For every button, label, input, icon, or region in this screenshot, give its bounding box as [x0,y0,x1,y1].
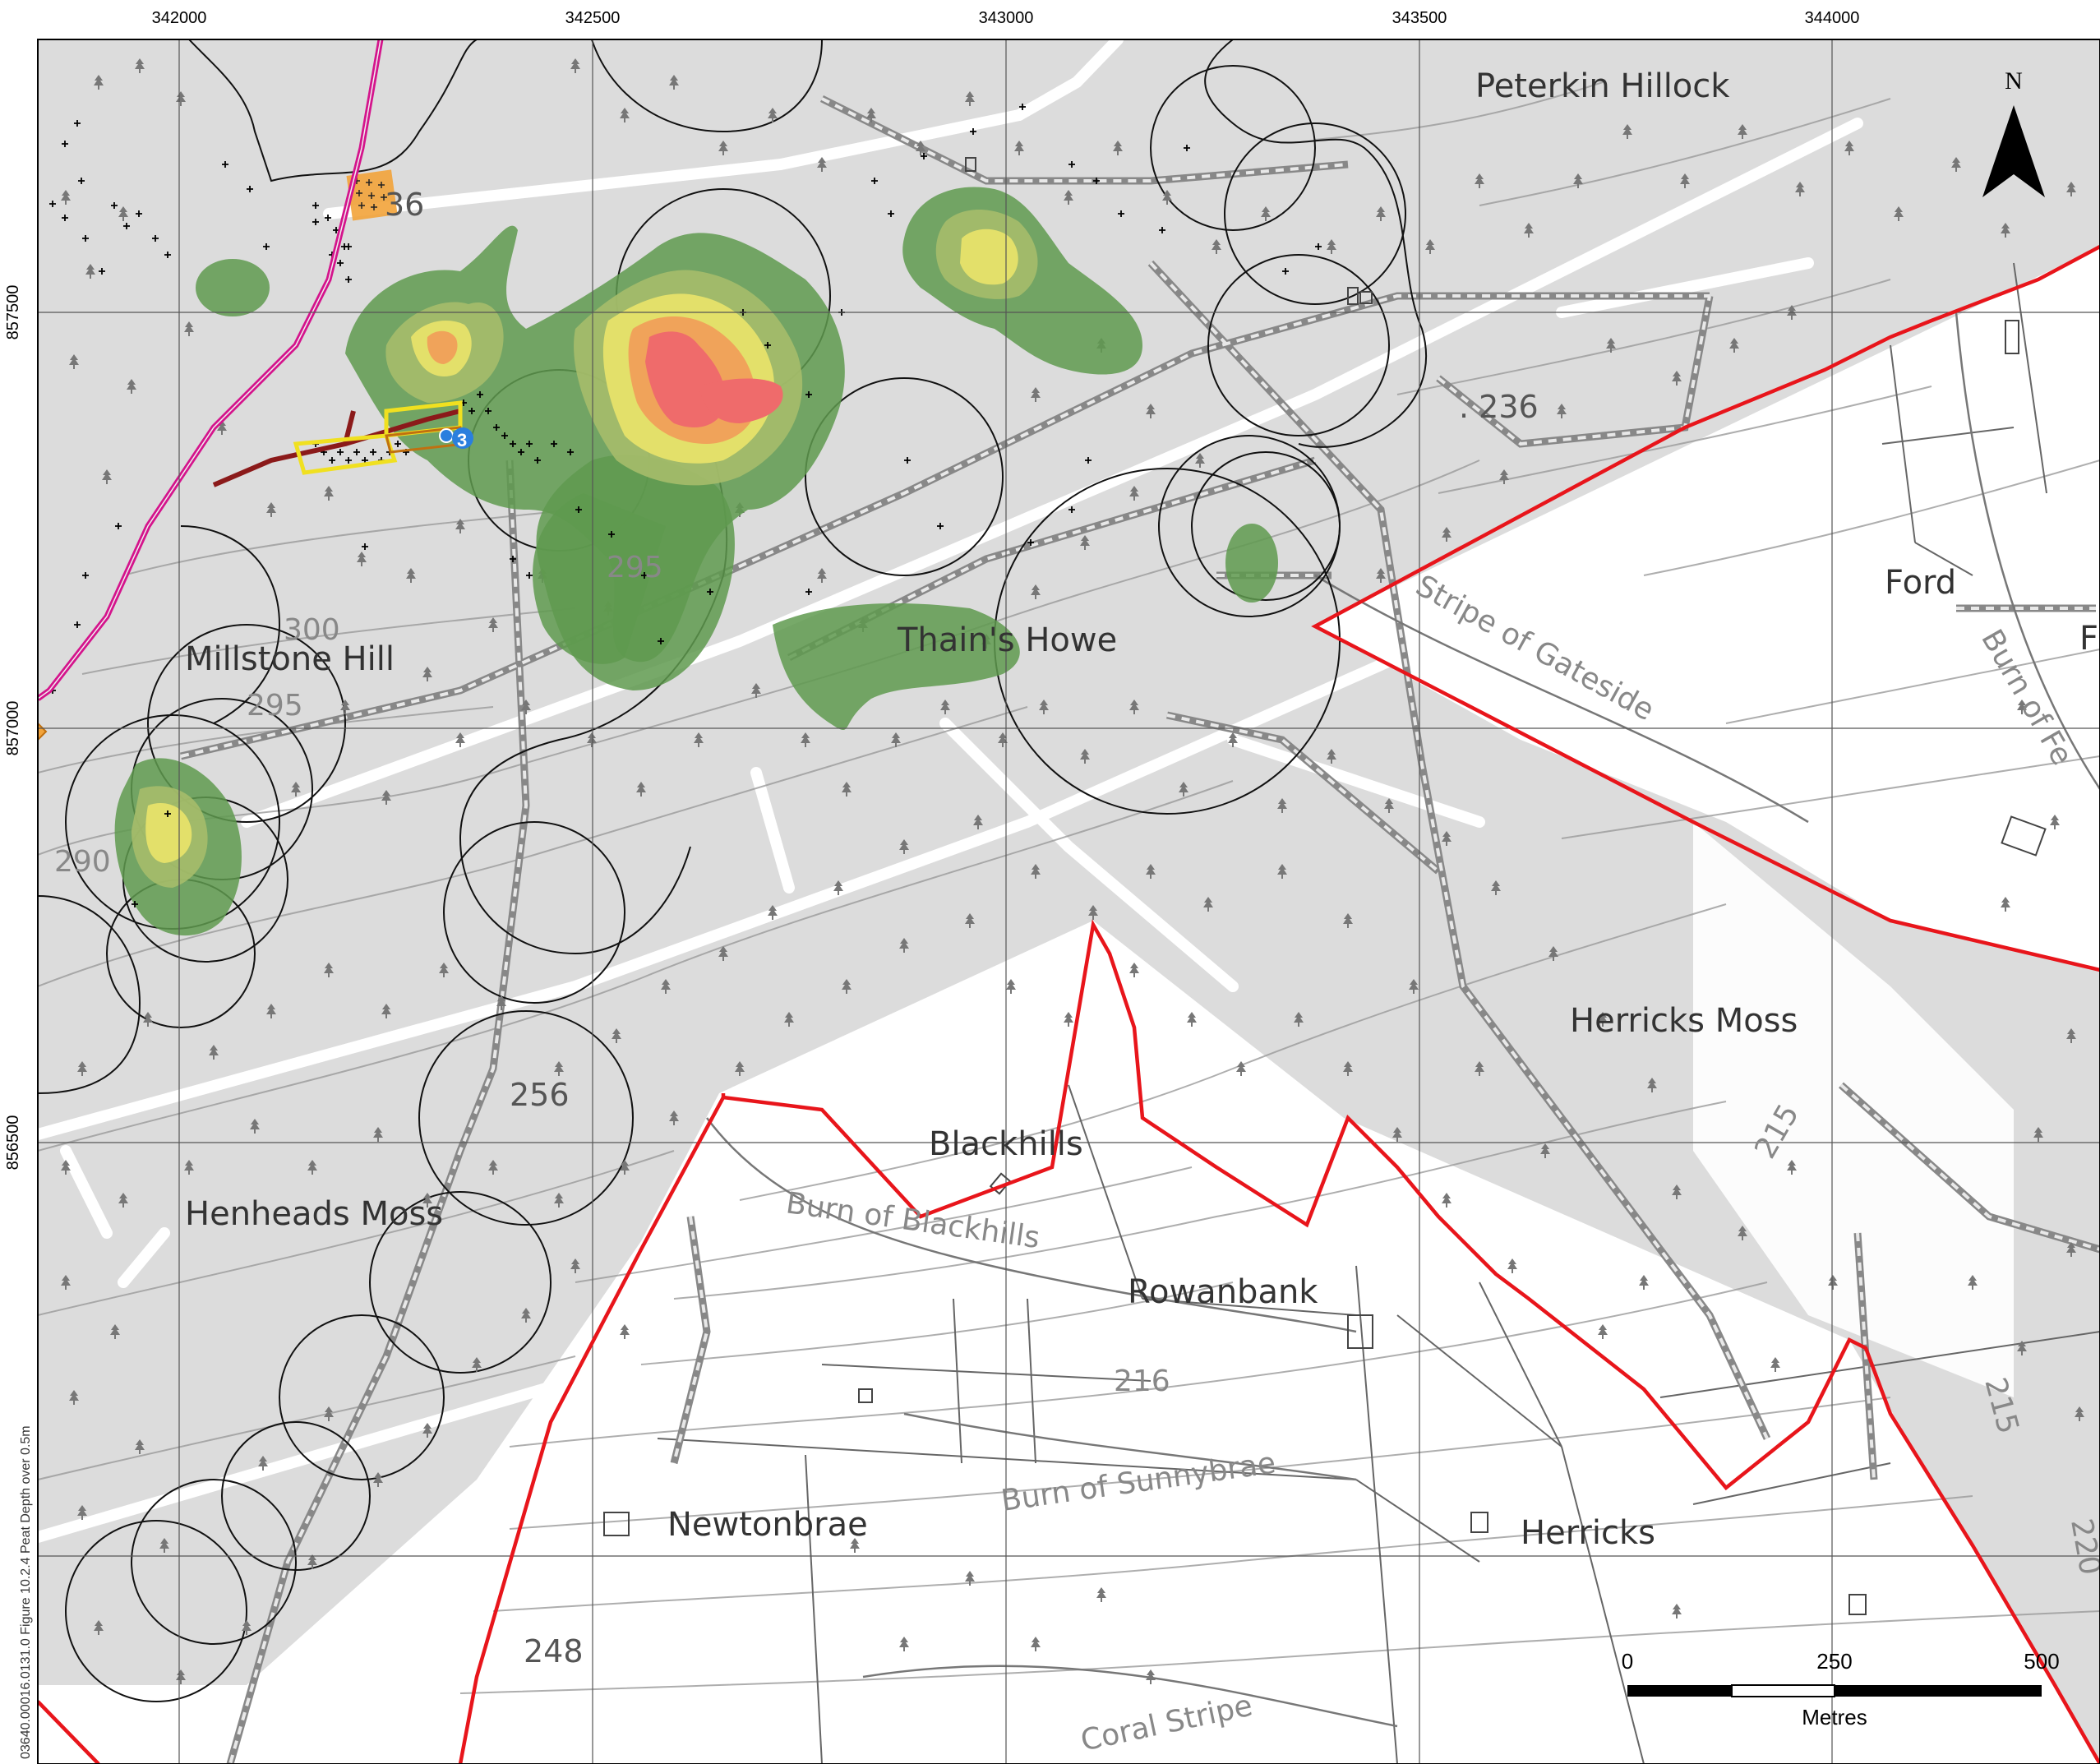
easting-tick-3: 343000 [979,9,1034,27]
label-blackhills: Blackhills [929,1125,1083,1163]
easting-tick-4: 343500 [1392,9,1447,27]
turbine-hardstanding [38,400,466,741]
label-rowanbank: Rowanbank [1128,1273,1318,1311]
scale-unit: Metres [1802,1705,1867,1729]
easting-tick-1: 342000 [152,9,207,27]
scale-label-0: 0 [1622,1649,1633,1674]
label-newtonbrae: Newtonbrae [667,1506,868,1544]
figure-reference: 03640.00016.0131.0 Figure 10.2.4 Peat De… [19,1425,33,1759]
scale-bar: 0 250 500 Metres [1622,1649,2060,1729]
label-millstone-hill: Millstone Hill [185,640,395,678]
buildings [603,157,2047,1615]
site-boundary-south [458,919,2100,1764]
easting-tick-5: 344000 [1805,9,1860,27]
label-herricks: Herricks [1521,1514,1655,1552]
farmland-northeast [1315,247,2100,970]
peat-depth-layer [114,187,1278,936]
northing-tick-1: 857500 [4,285,22,340]
label-height-295a: 295 [607,551,663,584]
map-canvas: 3 Peterkin Hillock [38,39,2100,1764]
compound-probe-points [353,178,387,210]
northing-tick-3: 856500 [4,1115,22,1171]
scale-bar-segment-3 [1835,1685,2042,1697]
label-height-256: 256 [510,1077,570,1113]
label-height-300: 300 [284,613,340,647]
label-height-216: 216 [1114,1365,1170,1398]
scale-label-250: 250 [1816,1649,1852,1674]
label-peterkin-hillock: Peterkin Hillock [1475,67,1730,105]
northing-tick-2: 857000 [4,701,22,756]
north-arrow: N [1982,67,2045,197]
farmland-south [38,921,2100,1764]
map-grid [38,39,2100,1764]
access-road-edge [38,39,381,700]
scale-bar-segment-2 [1731,1684,1835,1697]
label-ford: Ford [1885,564,1956,602]
clearing-east [1693,822,2014,1397]
easting-axis: 342000 342500 343000 343500 344000 [152,9,1860,27]
label-height-295b: 295 [247,689,303,723]
northing-axis: 857500 857000 856500 [4,285,22,1171]
label-thains-howe: Thain's Howe [897,621,1117,659]
label-height-290: 290 [54,845,111,879]
label-herricks-moss: Herricks Moss [1570,1002,1798,1040]
streams [706,312,2100,1728]
label-height-248: 248 [524,1633,584,1669]
map-frame [37,39,2100,1764]
probe-points [49,104,1322,907]
turbine-location-marker [452,427,473,449]
label-height-36: 36 [385,187,424,223]
label-henheads-moss: Henheads Moss [185,1195,443,1233]
north-arrow-icon [1982,105,2045,197]
peat-zone-south [536,455,735,690]
label-ford-f: F [2079,620,2098,658]
peat-zone-thains-howe [773,603,1020,731]
probe-location-marker [439,428,454,443]
site-boundary-southwest [38,1700,100,1764]
scale-bar-segment-1 [1627,1685,1732,1697]
scale-label-500: 500 [2024,1649,2059,1674]
peat-zone-east [1225,524,1278,603]
easting-tick-2: 342500 [565,9,621,27]
label-height-236: . 236 [1459,389,1539,425]
north-arrow-label: N [2005,67,2023,95]
forest-rides [38,39,1863,1543]
peat-zone-nw [196,259,270,316]
turbine-number-label: 3 [457,430,467,450]
site-boundary-northeast [1311,245,2100,972]
